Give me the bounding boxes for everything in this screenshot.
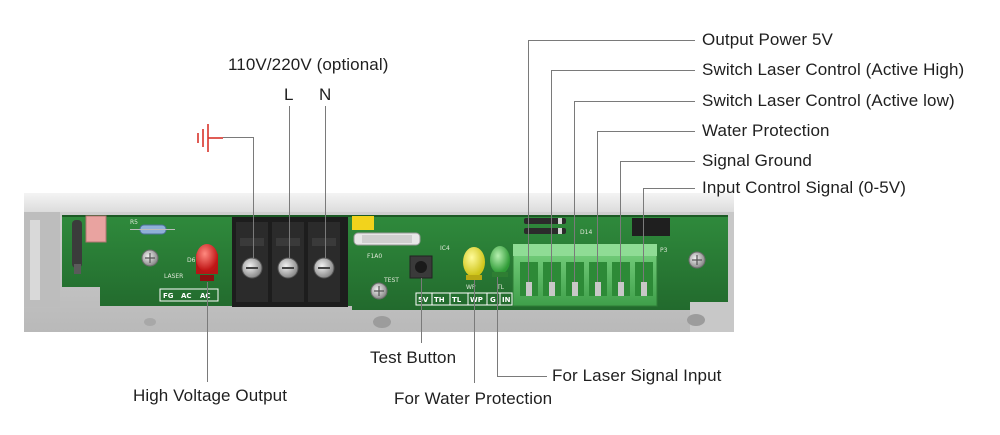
leader-v-th — [551, 70, 552, 282]
leader-high-voltage — [207, 282, 208, 382]
laser-led-silk: LASER — [164, 273, 183, 280]
leader-v-5v — [528, 40, 529, 282]
n-terminal-label: N — [319, 85, 332, 104]
silk-tl: TL — [452, 296, 462, 304]
callout-switch-active-high: Switch Laser Control (Active High) — [702, 60, 965, 79]
fuse-silk: F1A0 — [367, 253, 382, 260]
svg-text:R5: R5 — [130, 219, 138, 226]
silk-wp: WP — [470, 296, 483, 304]
callout-output-power-5v: Output Power 5V — [702, 30, 833, 49]
l-leader — [289, 106, 290, 258]
ground-symbol-icon — [197, 124, 223, 152]
l-terminal-label: L — [284, 85, 294, 104]
svg-text:D14: D14 — [580, 229, 592, 236]
d6-silk: D6 — [187, 257, 196, 264]
leader-h-th — [551, 70, 695, 71]
leader-h-5v — [528, 40, 695, 41]
callout-laser-signal-input: For Laser Signal Input — [552, 366, 722, 385]
tl-led-silk: TL — [496, 284, 505, 291]
silk-fg: FG — [163, 292, 174, 300]
leader-h-wp — [597, 131, 695, 132]
callout-test-button: Test Button — [370, 348, 457, 367]
leader-h-g — [620, 161, 695, 162]
leader-laser-signal-v — [497, 277, 498, 376]
test-silk: TEST — [383, 277, 399, 284]
p3-silk: P3 — [660, 247, 668, 254]
silk-5v: 5V — [418, 296, 429, 304]
silk-th: TH — [434, 296, 445, 304]
callout-water-protection: Water Protection — [702, 121, 830, 140]
ground-leader-v — [253, 137, 254, 258]
n-leader — [325, 106, 326, 258]
leader-v-in — [643, 188, 644, 282]
leader-v-g — [620, 161, 621, 282]
silk-g: G — [490, 296, 496, 304]
silk-ac-2: AC — [200, 292, 211, 300]
callout-switch-active-low: Switch Laser Control (Active low) — [702, 91, 955, 110]
leader-h-in — [643, 188, 695, 189]
leader-laser-signal-h — [497, 376, 547, 377]
callout-input-control-signal: Input Control Signal (0-5V) — [702, 178, 906, 197]
supply-voltage-label: 110V/220V (optional) — [228, 55, 389, 74]
silk-in: IN — [502, 296, 511, 304]
leader-test-button — [421, 278, 422, 343]
leader-v-tl — [574, 101, 575, 282]
silk-ac-1: AC — [181, 292, 192, 300]
ic-silk: IC4 — [440, 245, 450, 252]
leader-h-tl — [574, 101, 695, 102]
ground-leader-h — [223, 137, 253, 138]
leader-v-wp — [597, 131, 598, 282]
callout-high-voltage-output: High Voltage Output — [133, 386, 288, 405]
leader-water-protection — [474, 280, 475, 383]
wp-led-silk: WP — [466, 284, 476, 291]
callout-for-water-protection: For Water Protection — [394, 389, 553, 408]
callout-signal-ground: Signal Ground — [702, 151, 812, 170]
